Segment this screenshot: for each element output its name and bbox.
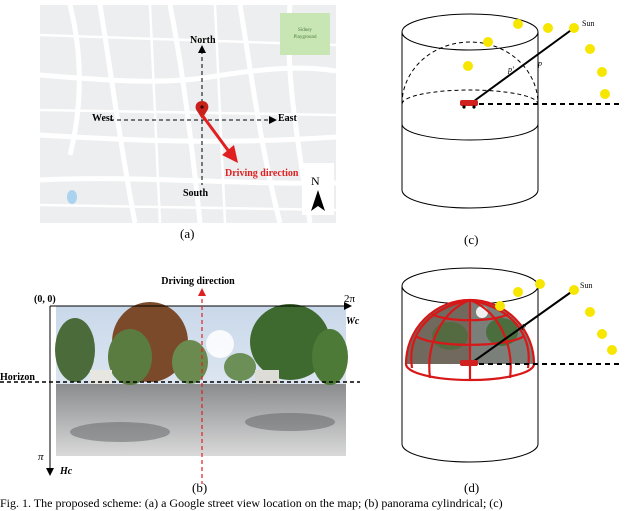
- label-p: p: [537, 59, 542, 68]
- label-south: South: [183, 188, 208, 199]
- label-west: West: [92, 113, 114, 124]
- park-label-2: Playground: [293, 35, 317, 40]
- sun-ray-line: [469, 27, 575, 105]
- driving-arrowhead: [222, 145, 238, 163]
- car-icon-d: [460, 360, 478, 366]
- label-wc: Wc: [346, 316, 360, 327]
- label-sun-d: Sun: [580, 281, 592, 290]
- sun-path-points: [463, 19, 610, 99]
- cylinder-figure: Sun p' p: [401, 13, 622, 209]
- sun-icon: [569, 23, 579, 33]
- figure-caption: Fig. 1. The proposed scheme: (a) a Googl…: [0, 496, 503, 510]
- label-north: North: [190, 35, 216, 46]
- driving-direction-arrow: [200, 114, 232, 154]
- park-area: [280, 13, 330, 55]
- map-figure: Sidney Playground North South East West …: [39, 4, 337, 224]
- sun-path-points-d: [495, 279, 617, 355]
- caption-b: (b): [192, 480, 208, 495]
- north-arrow-icon: [311, 190, 325, 211]
- water-body: [67, 190, 77, 204]
- label-p-prime: p': [507, 65, 514, 74]
- label-driving-direction-b: Driving direction: [161, 276, 235, 287]
- car-icon: [460, 100, 478, 106]
- caption-a: (a): [180, 226, 195, 241]
- label-p-d: p: [521, 321, 526, 330]
- panorama-trees: [55, 302, 348, 385]
- park-label-1: Sidney: [298, 28, 312, 33]
- panorama-figure: Driving direction (0, 0) 2π Wc π Hc: [0, 276, 360, 484]
- panel-d-hemisphere: Sun p: [390, 256, 640, 486]
- label-horizon: Horizon: [0, 372, 35, 383]
- panel-c-cylinder: Sun p' p: [390, 4, 640, 234]
- panel-b-panorama: Driving direction (0, 0) 2π Wc π Hc: [0, 262, 360, 498]
- compass-letter: N: [311, 174, 320, 188]
- label-sun: Sun: [582, 19, 594, 28]
- caption-c: (c): [464, 232, 479, 247]
- north-arrowhead: [198, 45, 206, 53]
- label-two-pi: 2π: [344, 293, 356, 305]
- label-hc: Hc: [59, 466, 73, 477]
- label-pi: π: [38, 451, 44, 463]
- label-driving-direction: Driving direction: [225, 168, 299, 179]
- east-arrowhead: [269, 116, 277, 124]
- hemisphere-grid: [404, 298, 536, 382]
- caption-d: (d): [464, 480, 480, 495]
- compass-box: [302, 163, 334, 215]
- label-east: East: [278, 113, 298, 124]
- sun-icon-d: [569, 285, 579, 295]
- sun-ray-line-d: [469, 289, 575, 365]
- label-origin: (0, 0): [34, 294, 56, 305]
- hemisphere-figure: Sun p: [401, 267, 622, 463]
- location-pin-icon: [195, 101, 209, 119]
- panel-a-map: Sidney Playground North South East West …: [39, 4, 337, 224]
